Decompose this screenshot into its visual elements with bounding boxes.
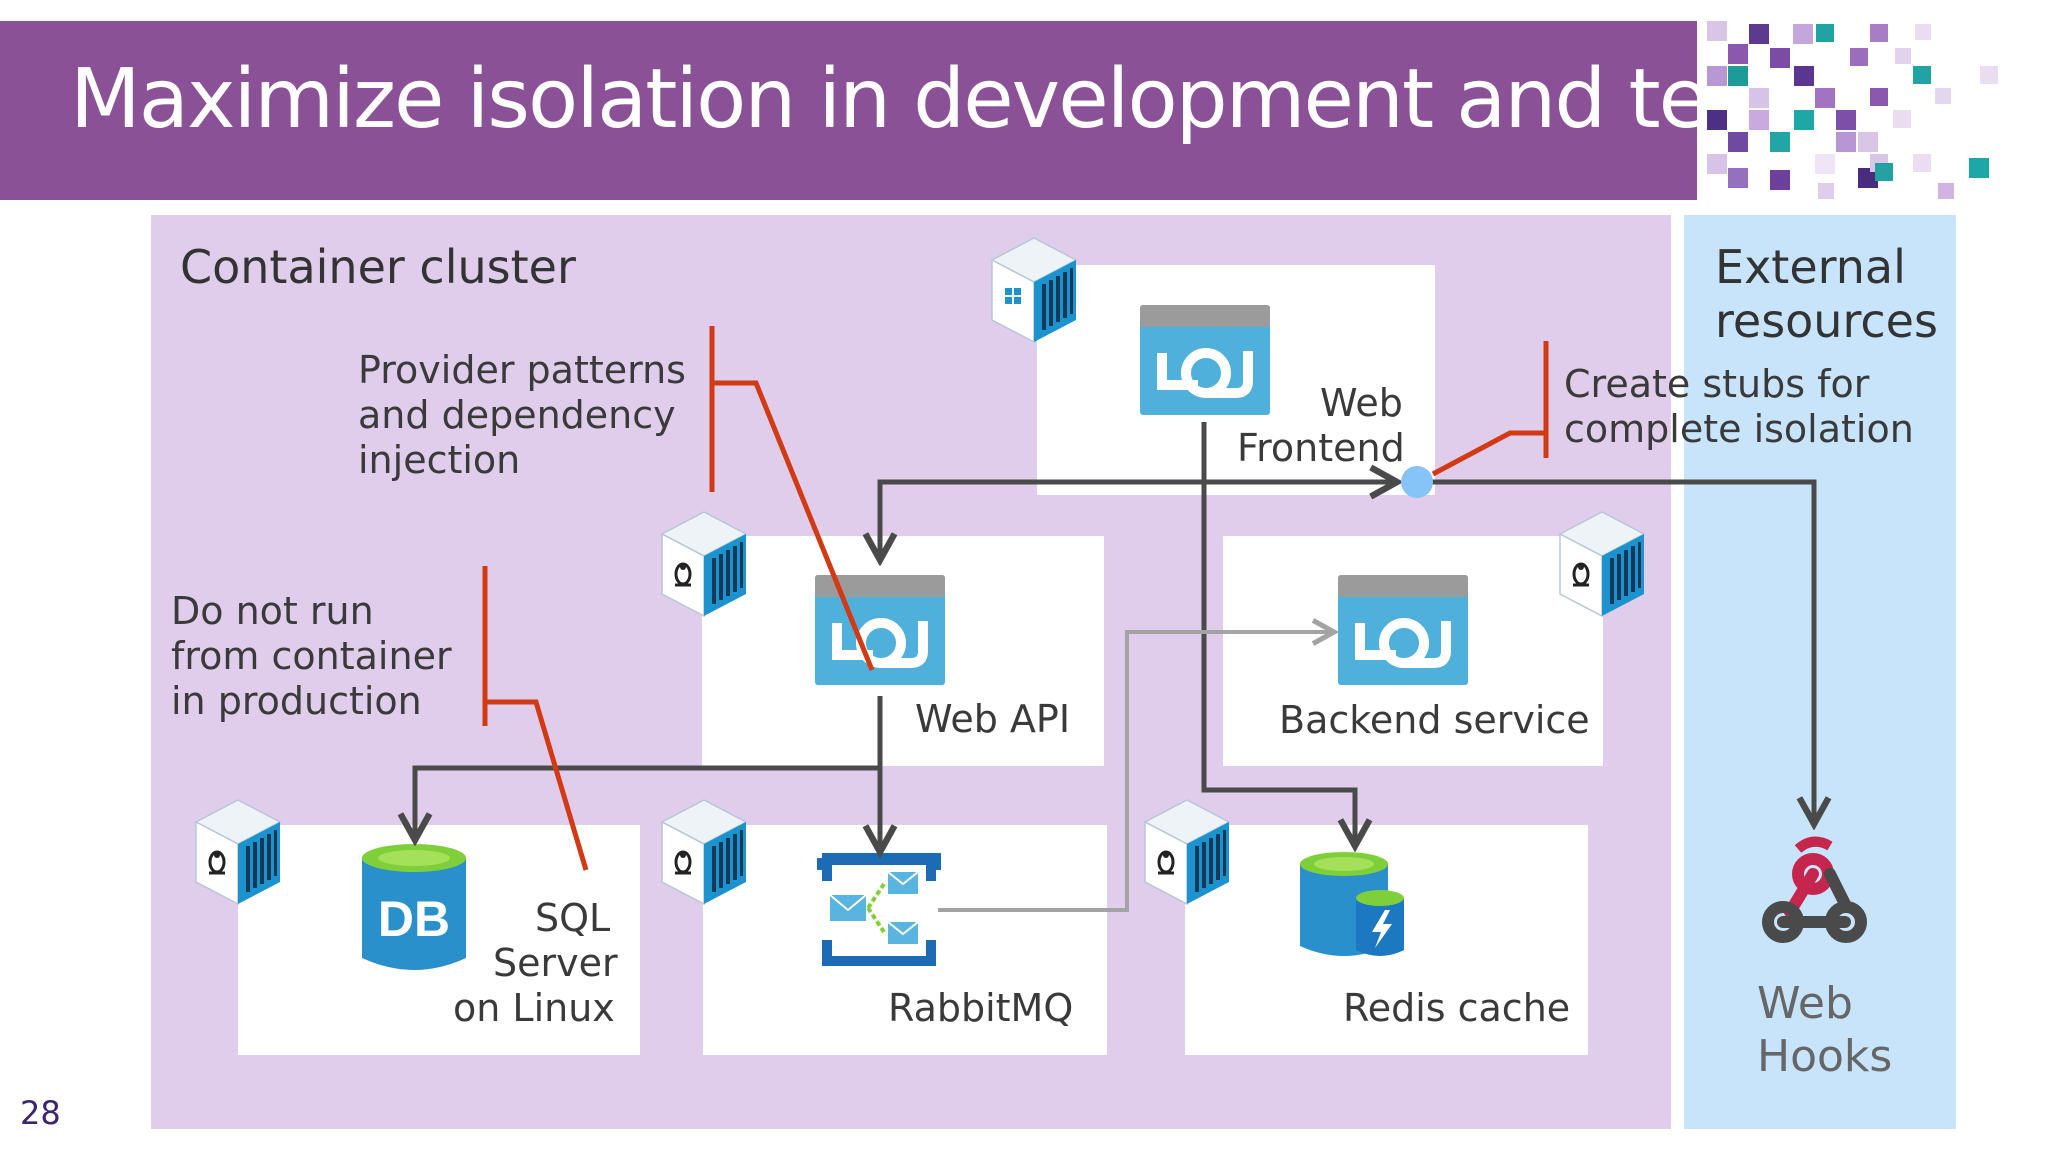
production-note-line2: from container — [171, 634, 452, 678]
callout-production — [482, 566, 589, 871]
connector-frontend-to-webapi — [880, 482, 1397, 560]
stubs-note-line2: complete isolation — [1564, 407, 1914, 451]
web-hooks-label-line2: Hooks — [1757, 1031, 1893, 1082]
database-icon: DB — [362, 844, 466, 970]
backend-service-label: Backend service — [1279, 698, 1590, 742]
linux-container-icon-rabbitmq — [661, 799, 747, 905]
linux-container-icon-sql — [195, 799, 281, 905]
production-note-line3: in production — [171, 679, 422, 723]
stub-endpoint — [1401, 466, 1433, 498]
production-note-line1: Do not run — [171, 589, 374, 633]
external-resources-panel — [1684, 215, 1956, 1129]
connector-rabbitmq-to-backend — [938, 632, 1334, 912]
web-api-label: Web API — [915, 697, 1071, 741]
sql-server-label-line2: Server — [493, 941, 618, 985]
sql-server-label-line3: on Linux — [453, 986, 615, 1030]
message-queue-icon — [817, 853, 941, 966]
external-title-line2: resources — [1715, 294, 1938, 348]
page-number: 28 — [20, 1094, 61, 1132]
title-bar — [0, 21, 1697, 200]
windows-container-icon — [991, 237, 1077, 343]
callout-provider — [709, 326, 875, 671]
linux-container-icon-web-api — [661, 511, 747, 617]
stubs-note-line1: Create stubs for — [1564, 362, 1870, 406]
linux-container-icon-redis — [1144, 799, 1230, 905]
backend-service-icon — [1338, 575, 1468, 685]
web-frontend-service-icon — [1140, 305, 1270, 415]
provider-note-line1: Provider patterns — [358, 348, 686, 392]
linux-container-icon-backend — [1559, 511, 1645, 617]
connector-webapi-to-sql — [415, 696, 883, 840]
callout-stubs — [1431, 341, 1549, 477]
cluster-title: Container cluster — [180, 240, 576, 294]
redis-cache-icon — [1300, 852, 1404, 956]
rabbitmq-label: RabbitMQ — [888, 986, 1074, 1030]
web-api-service-icon — [815, 575, 945, 685]
connector-endpoint-to-webhooks — [1417, 479, 1814, 824]
webhooks-icon — [1762, 836, 1867, 943]
sql-server-label-line1: SQL — [535, 896, 611, 940]
redis-cache-label: Redis cache — [1343, 986, 1571, 1030]
web-frontend-label-line2: Frontend — [1237, 426, 1405, 470]
web-frontend-label-line1: Web — [1320, 381, 1403, 425]
provider-note-line3: injection — [358, 438, 521, 482]
external-title-line1: External — [1715, 240, 1906, 294]
connector-frontend-to-redis — [1201, 422, 1355, 846]
web-hooks-label-line1: Web — [1757, 978, 1853, 1029]
slide-title: Maximize isolation in development and te… — [70, 52, 1901, 147]
provider-note-line2: and dependency — [358, 393, 676, 437]
database-icon-label: DB — [378, 891, 450, 947]
